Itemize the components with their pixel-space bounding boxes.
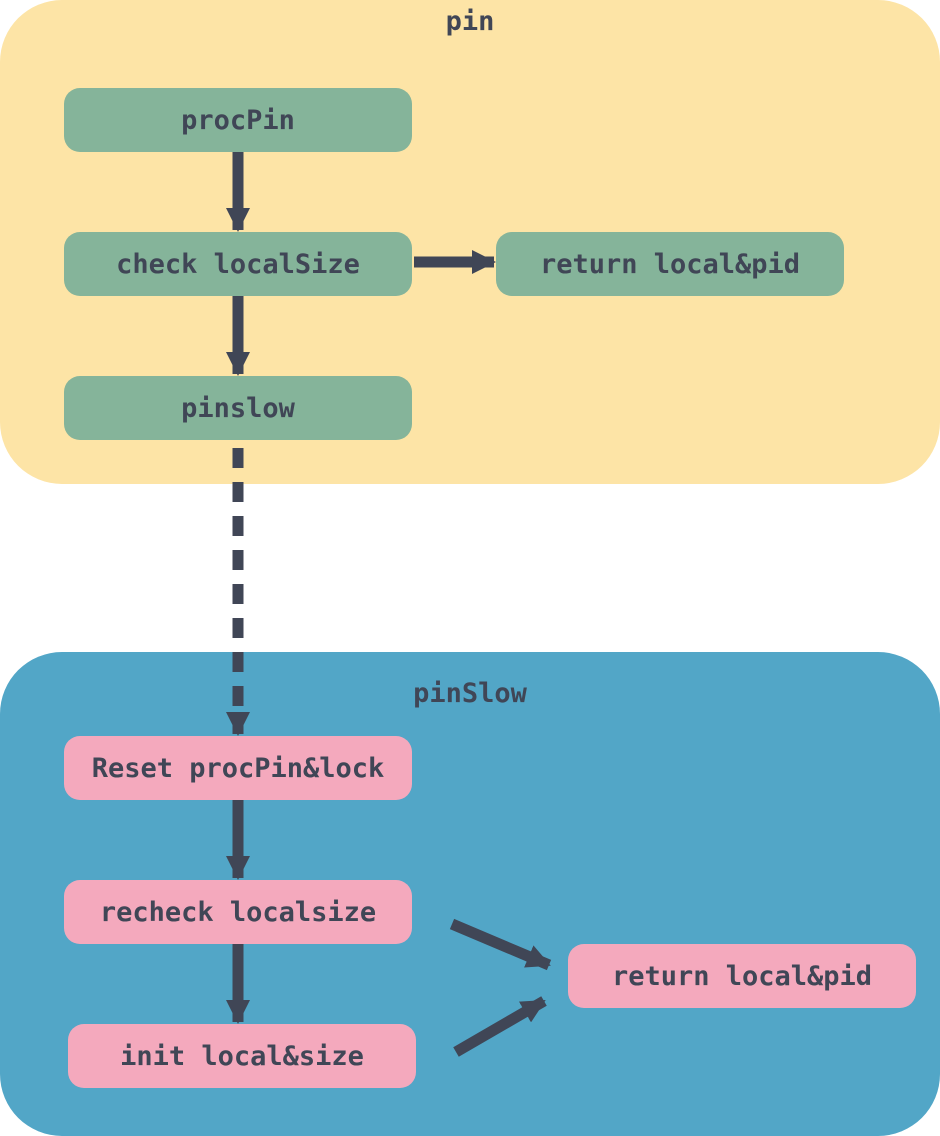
node-recheck-localsize: recheck localsize bbox=[64, 880, 412, 944]
group-title-pin: pin bbox=[445, 6, 495, 37]
node-pinslow: pinslow bbox=[64, 376, 412, 440]
node-return-local-pid-slow: return local&pid bbox=[568, 944, 916, 1008]
node-return-local-pid-fast: return local&pid bbox=[496, 232, 844, 296]
node-reset-procpin-lock: Reset procPin&lock bbox=[64, 736, 412, 800]
node-check-local-size: check localSize bbox=[64, 232, 412, 296]
node-init-local-size: init local&size bbox=[68, 1024, 416, 1088]
group-title-pinslow: pinSlow bbox=[413, 678, 527, 709]
node-procpin: procPin bbox=[64, 88, 412, 152]
